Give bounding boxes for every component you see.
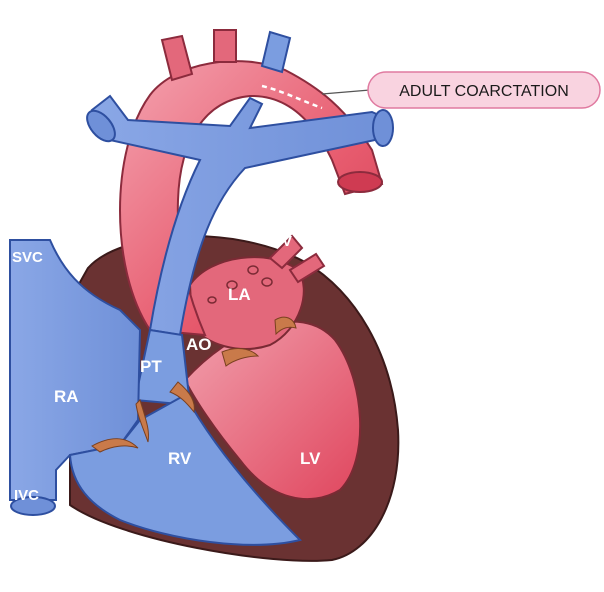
right-atrium [9,239,142,501]
left-pulmonary-artery-end [372,109,394,147]
left-carotid-artery [213,29,237,63]
label-ivc: IVC [14,487,39,504]
label-ra: RA [54,387,79,406]
right-pulmonary-artery-end [86,109,116,143]
label-rv: RV [168,449,192,468]
pulmonary-valve [135,399,149,443]
aortic-valve [169,381,195,414]
descending-aorta-end [337,171,383,193]
pulmonary-vein-1 [268,234,304,270]
tricuspid-valve [91,438,139,453]
label-lv: LV [300,449,321,468]
label-ao: AO [186,335,212,354]
la-ostium [247,265,259,275]
coarctation-mark [261,84,323,110]
la-valve-tissue [274,316,297,336]
callout-pointer [321,89,371,95]
la-ostium [261,277,273,287]
right-ventricle [68,393,302,546]
mitral-valve [221,348,260,367]
la-ostium [226,280,238,290]
callout-box [367,71,601,109]
label-pt: PT [140,357,162,376]
label-svc: SVC [12,249,43,266]
ivc-end [10,496,56,516]
callout-text: ADULT COARCTATION [399,83,569,100]
label-la: LA [228,285,251,304]
left-subclavian-artery [260,30,292,74]
pulmonary-vein-2 [288,252,326,284]
label-pv: PV [272,233,292,250]
brachiocephalic-artery [160,34,194,82]
la-ostium [207,296,217,304]
